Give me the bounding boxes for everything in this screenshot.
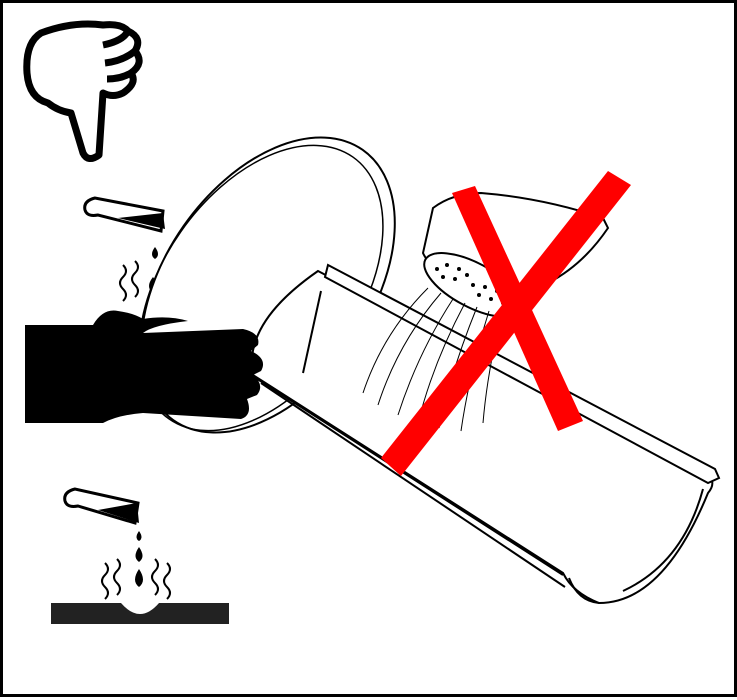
corroded-surface	[51, 603, 229, 624]
thumbs-down-icon	[27, 24, 139, 159]
test-tube-icon	[65, 489, 139, 523]
acid-drop-icon	[135, 531, 143, 587]
gutter-trough	[251, 265, 719, 603]
warning-illustration	[3, 3, 737, 700]
test-tube-icon	[85, 198, 165, 231]
